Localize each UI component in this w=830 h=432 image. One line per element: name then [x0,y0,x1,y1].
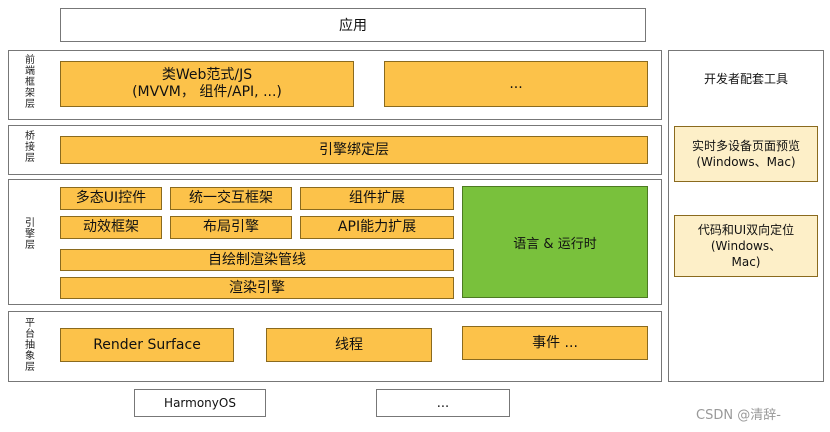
platform-layer-side-label: 平台抽象层 [25,318,35,373]
realtime-preview-label: 实时多设备页面预览 (Windows、Mac) [691,139,800,169]
polymorphic-ui-block: 多态UI控件 [60,187,162,210]
os-more-block: ... [376,389,510,417]
animation-framework-block: 动效框架 [60,216,162,239]
developer-tools-title-label: 开发者配套工具 [703,71,788,86]
thread-block: 线程 [266,328,432,362]
unified-interaction-block: 统一交互框架 [170,187,292,210]
bidirectional-locate-label: 代码和UI双向定位 (Windows、 Mac) [697,223,795,269]
harmonyos-block: HarmonyOS [134,389,266,417]
api-extension-block: API能力扩展 [300,216,454,239]
application-layer: 应用 [60,8,646,42]
event-label: 事件 ... [532,334,578,351]
layout-engine-label: 布局引擎 [203,219,259,235]
polymorphic-ui-label: 多态UI控件 [75,190,147,206]
language-runtime-block: 语言 & 运行时 [462,186,648,298]
api-extension-label: API能力扩展 [337,219,417,235]
bridge-layer-side-label: 桥接层 [25,131,35,164]
render-surface-block: Render Surface [60,328,234,362]
component-extension-label: 组件扩展 [349,190,405,206]
web-paradigm-block: 类Web范式/JS (MVVM， 组件/API, ...) [60,61,354,107]
render-surface-label: Render Surface [93,336,201,353]
frontend-layer-side-label: 前端框架层 [25,55,35,110]
engine-binding-block: 引擎绑定层 [60,136,648,164]
render-engine-block: 渲染引擎 [60,277,454,299]
event-block: 事件 ... [462,326,648,360]
developer-tools-title: 开发者配套工具 [668,66,824,90]
unified-interaction-label: 统一交互框架 [189,190,273,206]
frontend-more-label: ... [509,75,523,92]
application-label: 应用 [339,18,367,34]
component-extension-block: 组件扩展 [300,187,454,210]
os-more-label: ... [436,395,450,411]
thread-label: 线程 [335,336,363,353]
render-engine-label: 渲染引擎 [229,279,285,296]
csdn-watermark: CSDN @清辞- [696,408,781,423]
web-paradigm-label: 类Web范式/JS (MVVM， 组件/API, ...) [132,67,282,100]
language-runtime-label: 语言 & 运行时 [513,236,597,252]
engine-layer-side-label: 引擎层 [25,218,35,251]
engine-binding-label: 引擎绑定层 [319,141,389,158]
render-pipeline-block: 自绘制渲染管线 [60,249,454,271]
animation-framework-label: 动效框架 [83,219,139,235]
render-pipeline-label: 自绘制渲染管线 [208,251,306,268]
bidirectional-locate-block: 代码和UI双向定位 (Windows、 Mac) [674,215,818,277]
layout-engine-block: 布局引擎 [170,216,292,239]
frontend-more-block: ... [384,61,648,107]
harmonyos-label: HarmonyOS [164,396,236,410]
realtime-preview-block: 实时多设备页面预览 (Windows、Mac) [674,126,818,182]
